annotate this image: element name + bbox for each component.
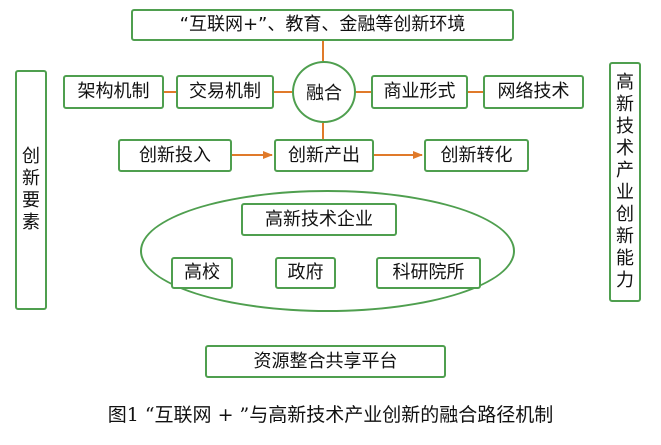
innovation-capability-box: 高新技术产业创新能力 (609, 62, 641, 302)
innovation-environment-label: “互联网+”、教育、金融等创新环境 (179, 14, 466, 35)
fusion-circle: 融合 (292, 61, 356, 123)
high-tech-enterprise-label: 高新技术企业 (265, 208, 373, 230)
innovation-elements-label: 创新要素 (22, 146, 40, 233)
university-box: 高校 (171, 257, 233, 289)
trading-mechanism-label: 交易机制 (189, 81, 261, 102)
trading-mechanism-box: 交易机制 (176, 75, 274, 109)
research-institute-box: 科研院所 (376, 257, 481, 289)
innovation-environment-box: “互联网+”、教育、金融等创新环境 (131, 9, 514, 41)
business-form-box: 商业形式 (371, 75, 468, 109)
research-institute-label: 科研院所 (392, 262, 465, 283)
innovation-input-box: 创新投入 (118, 139, 232, 172)
architecture-mechanism-label: 架构机制 (77, 81, 150, 102)
network-technology-label: 网络技术 (497, 81, 570, 102)
business-form-label: 商业形式 (383, 81, 456, 102)
figure-caption: 图1 “互联网 + ”与高新技术产业创新的融合路径机制 (107, 404, 554, 426)
university-label: 高校 (184, 262, 220, 283)
actors-ellipse (140, 190, 515, 312)
innovation-output-box: 创新产出 (274, 139, 374, 172)
resource-platform-label: 资源整合共享平台 (253, 350, 398, 372)
fusion-label: 融合 (306, 83, 342, 104)
innovation-elements-box: 创新要素 (15, 70, 47, 310)
high-tech-enterprise-box: 高新技术企业 (241, 203, 397, 236)
resource-platform-box: 资源整合共享平台 (205, 345, 446, 378)
network-technology-box: 网络技术 (483, 75, 584, 109)
innovation-transform-label: 创新转化 (440, 144, 513, 166)
innovation-transform-box: 创新转化 (424, 139, 529, 172)
innovation-input-label: 创新投入 (139, 144, 211, 166)
innovation-capability-label: 高新技术产业创新能力 (616, 72, 634, 291)
government-label: 政府 (287, 262, 324, 283)
architecture-mechanism-box: 架构机制 (63, 75, 164, 109)
innovation-output-label: 创新产出 (288, 144, 360, 166)
government-box: 政府 (275, 257, 336, 289)
